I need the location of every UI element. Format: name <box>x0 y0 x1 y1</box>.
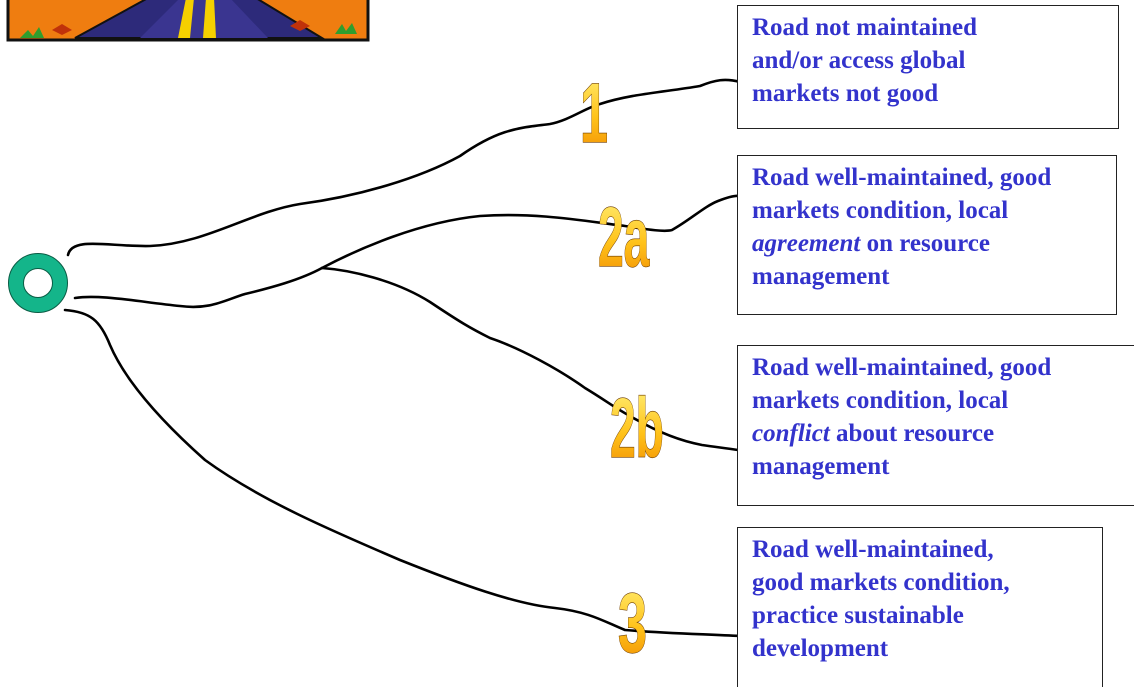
box-2a-line-3: agreement on resource <box>752 227 1116 260</box>
branch-lines <box>63 78 742 638</box>
box-2a-line-4: management <box>752 263 890 290</box>
box-2b-line-3: conflict about resource <box>752 417 1134 450</box>
box-2b-line-1: Road well-maintained, good <box>752 354 1052 381</box>
label-3: 3 <box>618 576 647 670</box>
outcome-box-1: Road not maintained and/or access global… <box>737 5 1119 129</box>
box-1-line-2: and/or access global <box>752 47 966 74</box>
box-1-line-3: markets not good <box>752 80 939 107</box>
box-1-line-1: Road not maintained <box>752 14 978 41</box>
box-2a-italic-word: agreement <box>752 230 861 257</box>
label-2a: 2a <box>598 192 650 285</box>
outcome-box-3: Road well-maintained, good markets condi… <box>737 527 1103 687</box>
box-2b-italic-word: conflict <box>752 420 830 447</box>
label-2b: 2b <box>610 383 664 476</box>
box-2a-line-1: Road well-maintained, good <box>752 164 1052 191</box>
trunk-line <box>73 266 324 309</box>
box-2a-line-2: markets condition, local <box>752 197 1009 224</box>
box-3-line-2: good markets condition, <box>752 569 1010 596</box>
branch-to-2a <box>320 194 742 270</box>
box-2b-line-2: markets condition, local <box>752 387 1009 414</box>
box-3-line-1: Road well-maintained, <box>752 536 994 563</box>
branch-to-2b <box>320 266 740 452</box>
road-clipart-icon <box>6 0 370 42</box>
box-3-line-3: practice sustainable <box>752 602 964 629</box>
label-1: 1 <box>580 66 608 161</box>
branch-to-1 <box>66 78 742 257</box>
box-2b-line-4: management <box>752 453 890 480</box>
box-3-line-4: development <box>752 635 889 662</box>
outcome-box-2a: Road well-maintained, good markets condi… <box>737 155 1117 315</box>
box-2b-line-3-rest: about resource <box>829 420 995 447</box>
branch-to-3 <box>63 308 742 638</box>
box-2a-line-3-rest: on resource <box>860 230 990 257</box>
start-ring-icon[interactable] <box>8 253 68 313</box>
outcome-box-2b: Road well-maintained, good markets condi… <box>737 345 1134 506</box>
